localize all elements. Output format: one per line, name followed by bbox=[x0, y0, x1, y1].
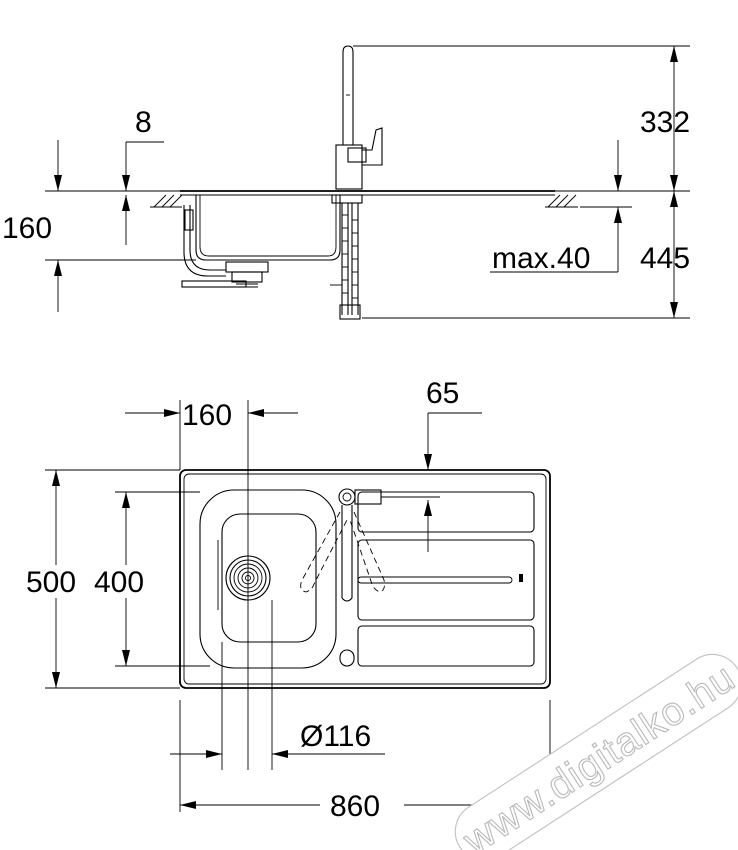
bowl-outer bbox=[199, 489, 337, 669]
dim-400: 400 bbox=[94, 491, 210, 667]
countertop-right bbox=[545, 194, 578, 208]
dim-160-side-label: 160 bbox=[2, 212, 52, 245]
dim-65-label: 65 bbox=[426, 377, 459, 410]
dim-445-label: 445 bbox=[640, 242, 690, 275]
dim-500-label: 500 bbox=[26, 566, 76, 599]
faucet-top bbox=[300, 488, 385, 602]
dim-116: Ø116 bbox=[170, 600, 385, 770]
dim-332-label: 332 bbox=[640, 106, 690, 139]
dim-max40-label: max.40 bbox=[492, 242, 590, 275]
dim-332: 332 bbox=[640, 46, 690, 191]
dim-160-top: 160 bbox=[125, 399, 298, 770]
sink-outline bbox=[179, 469, 551, 689]
dim-860-label: 860 bbox=[330, 790, 380, 823]
faucet-hoses bbox=[330, 203, 361, 320]
dim-445: 445 bbox=[640, 191, 690, 318]
drain-assembly bbox=[181, 261, 269, 288]
dim-116-label: Ø116 bbox=[300, 720, 371, 753]
side-view: 332 445 max.40 8 bbox=[2, 45, 690, 320]
drainer-ribs bbox=[357, 491, 535, 667]
dim-65: 65 bbox=[381, 377, 482, 552]
countertop-left bbox=[150, 194, 183, 208]
dim-8-label: 8 bbox=[135, 106, 152, 139]
overflow-pipe bbox=[189, 205, 226, 271]
faucet-side bbox=[330, 45, 383, 320]
top-view: 160 65 500 bbox=[26, 377, 551, 823]
sink-rim bbox=[180, 190, 555, 196]
dim-max40: max.40 bbox=[490, 140, 622, 275]
dim-500: 500 bbox=[26, 469, 180, 689]
dim-160-side: 160 bbox=[2, 140, 62, 312]
bowl-inner bbox=[221, 513, 317, 643]
dim-160-top-label: 160 bbox=[182, 399, 232, 432]
dim-8: 8 bbox=[122, 106, 164, 245]
dim-400-label: 400 bbox=[94, 566, 144, 599]
sink-bowl bbox=[195, 195, 341, 261]
overflow-slot bbox=[339, 649, 355, 667]
watermark: www.digitalko.hu bbox=[454, 653, 738, 850]
